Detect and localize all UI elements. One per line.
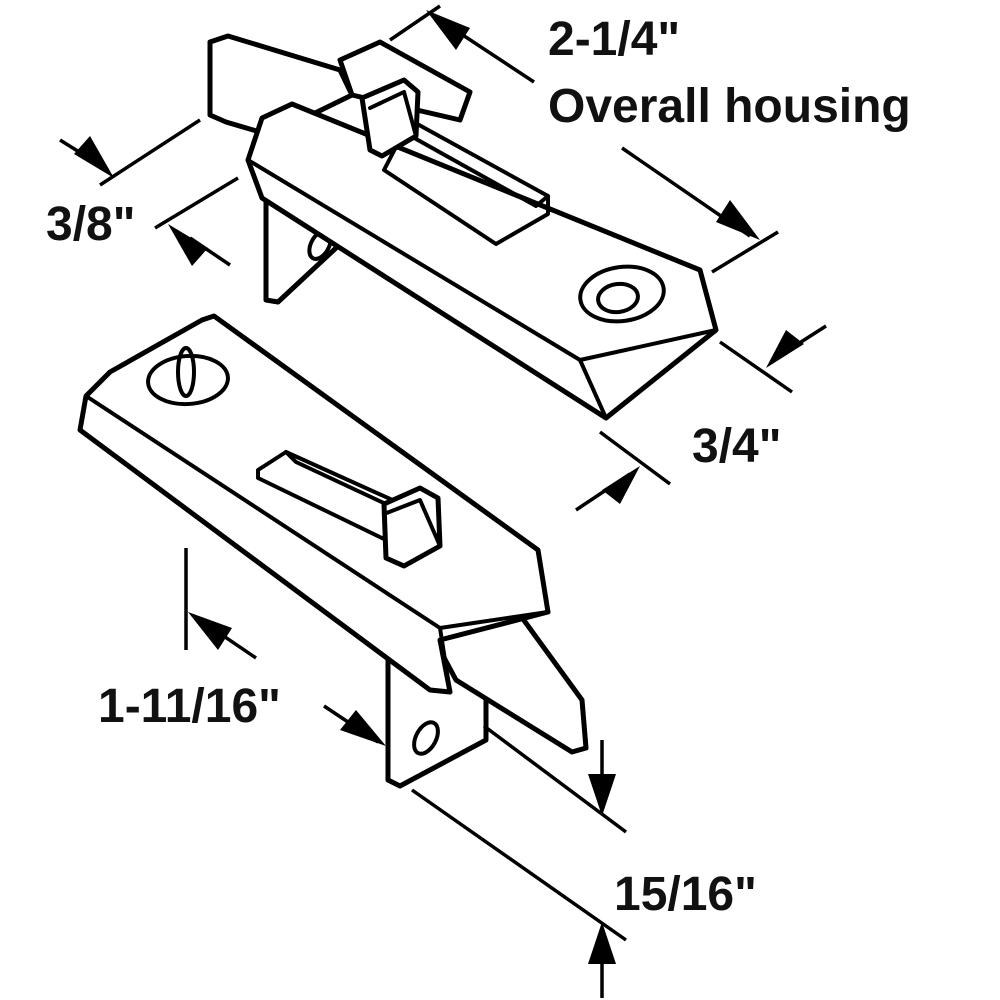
lower-housing-side-edge xyxy=(438,626,452,694)
upper-latch xyxy=(207,33,719,421)
arrow-housing-end xyxy=(716,200,760,240)
arrow-bracket-top xyxy=(588,774,616,816)
arrow-bolt-end xyxy=(340,710,386,746)
arrow-housing-start xyxy=(426,10,470,50)
upper-latch-screw-hole-inner xyxy=(596,281,640,315)
lower-latch xyxy=(77,313,589,789)
lower-bracket-screw-hole xyxy=(412,720,440,756)
label-bracket-height: 15/16" xyxy=(614,868,757,921)
lower-slot-inner-edge xyxy=(284,450,422,522)
arrow-width-bottom xyxy=(602,466,640,504)
arrow-bolt-start xyxy=(188,612,232,650)
arrow-bracket-bottom xyxy=(588,922,616,964)
upper-latch-slot xyxy=(382,118,550,246)
dim-bracket-height xyxy=(410,724,628,998)
upper-tab-face-edge xyxy=(368,90,418,138)
upper-housing-side-edge xyxy=(578,358,608,420)
dim-housing-length xyxy=(389,4,779,274)
label-housing-note: Overall housing xyxy=(548,80,911,133)
arrow-thickness-bottom xyxy=(168,224,208,266)
label-housing-length: 2-1/4" xyxy=(548,13,680,66)
arrow-width-top xyxy=(766,330,804,368)
lower-latch-screw-hole xyxy=(146,353,230,407)
upper-latch-housing xyxy=(245,101,719,421)
dim-width xyxy=(575,324,827,512)
label-thickness: 3/8" xyxy=(46,198,135,251)
label-bolt-length: 1-11/16" xyxy=(98,680,281,733)
upper-latch-screw-hole xyxy=(578,264,666,324)
lower-latch-screw-hole-inner xyxy=(176,346,196,398)
dim-thickness xyxy=(59,118,239,267)
lower-tab-face-edge xyxy=(382,498,442,548)
dim-bolt-length xyxy=(184,548,386,746)
arrow-thickness-top xyxy=(74,136,114,178)
label-width: 3/4" xyxy=(692,420,781,473)
